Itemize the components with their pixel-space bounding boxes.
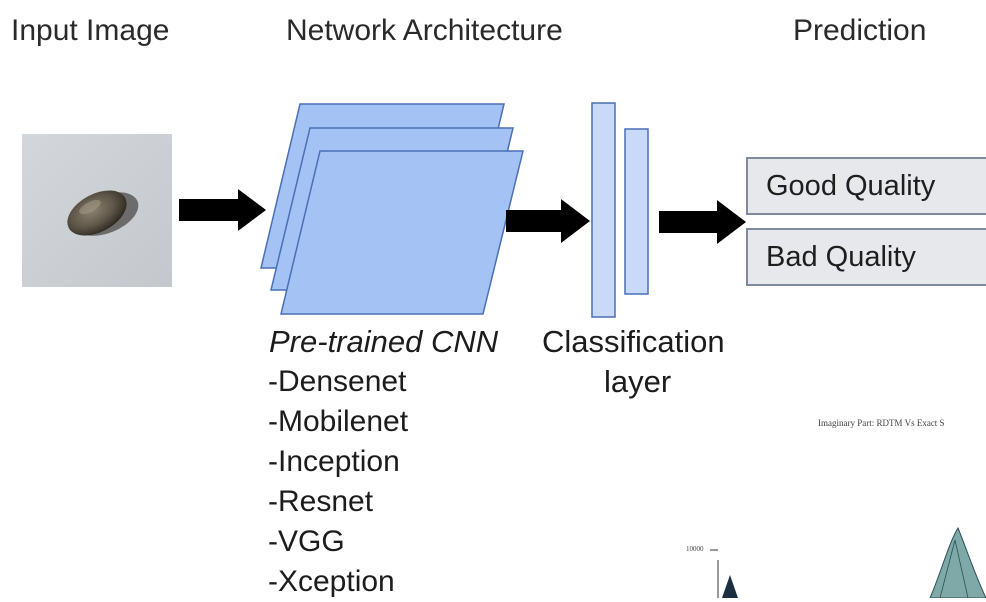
classification-caption-line1: Classification xyxy=(542,324,725,359)
arrow-classifier-to-prediction xyxy=(659,200,746,244)
model-item-xception: -Xception xyxy=(268,565,395,598)
cnn-layer-stack xyxy=(260,103,524,315)
prediction-bad-quality: Bad Quality xyxy=(746,228,986,286)
overlay-plot-fragment xyxy=(710,526,986,598)
pretrained-cnn-title: Pre-trained CNN xyxy=(269,324,499,359)
arrow-input-to-cnn xyxy=(179,189,266,231)
arrow-cnn-to-classifier xyxy=(506,199,590,243)
classification-caption-line2: layer xyxy=(604,364,672,399)
prediction-good-label: Good Quality xyxy=(766,169,936,202)
network-architecture-header: Network Architecture xyxy=(286,14,563,47)
input-image-header: Input Image xyxy=(11,14,170,47)
prediction-header: Prediction xyxy=(793,14,927,47)
prediction-bad-label: Bad Quality xyxy=(766,240,916,273)
classification-layer-bars xyxy=(591,102,649,318)
model-item-inception: -Inception xyxy=(268,445,400,478)
overlay-plot-title: Imaginary Part: RDTM Vs Exact S xyxy=(818,418,945,428)
input-photo xyxy=(22,134,172,287)
overlay-axis-tick: 10000 xyxy=(686,545,704,553)
cnn-model-list: -Densenet -Mobilenet -Inception -Resnet … xyxy=(268,362,408,602)
classifier-bar-2 xyxy=(624,128,649,295)
model-item-vgg: -VGG xyxy=(268,525,345,558)
cnn-layer-front xyxy=(280,150,524,315)
model-item-densenet: -Densenet xyxy=(268,365,407,398)
prediction-good-quality: Good Quality xyxy=(746,157,986,215)
model-item-mobilenet: -Mobilenet xyxy=(268,405,409,438)
classifier-bar-1 xyxy=(591,102,616,318)
model-item-resnet: -Resnet xyxy=(268,485,374,518)
